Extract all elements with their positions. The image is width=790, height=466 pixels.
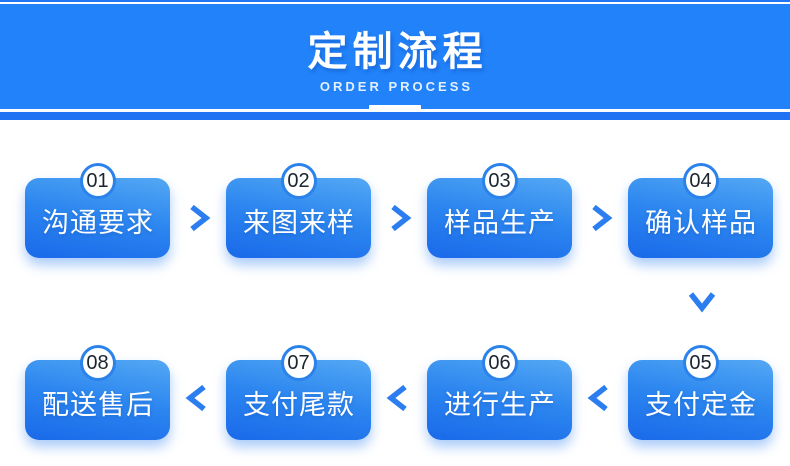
step-label: 样品生产: [444, 207, 556, 238]
banner-bottom-strip: [0, 112, 790, 120]
step-label: 进行生产: [444, 389, 556, 420]
step-cell-06: 06 进行生产: [427, 345, 572, 440]
chevron-left-icon: [182, 382, 214, 414]
step-label: 来图来样: [243, 207, 355, 238]
step-box: 确认样品: [628, 178, 773, 258]
step-number-badge: 03: [481, 163, 518, 199]
page-subtitle: ORDER PROCESS: [319, 79, 474, 94]
step-cell-04: 04 确认样品: [628, 163, 773, 258]
step-cell-03: 03 样品生产: [427, 163, 572, 258]
step-number-badge: 08: [79, 345, 116, 381]
chevron-right-icon: [383, 202, 415, 234]
step-number-badge: 04: [682, 163, 719, 199]
banner-divider-chip: [369, 105, 421, 114]
step-box: 配送售后: [25, 360, 170, 440]
step-cell-02: 02 来图来样: [226, 163, 371, 258]
step-cell-08: 08 配送售后: [25, 345, 170, 440]
top-divider: [0, 0, 790, 2]
step-label: 支付尾款: [243, 389, 355, 420]
section-banner: 定制流程 ORDER PROCESS: [0, 4, 790, 120]
step-number-badge: 06: [481, 345, 518, 381]
chevron-down-icon: [686, 284, 718, 316]
step-cell-05: 05 支付定金: [628, 345, 773, 440]
step-box: 支付尾款: [226, 360, 371, 440]
step-label: 支付定金: [645, 389, 757, 420]
step-number-badge: 05: [682, 345, 719, 381]
step-number-badge: 02: [280, 163, 317, 199]
step-number-badge: 07: [280, 345, 317, 381]
chevron-right-icon: [182, 202, 214, 234]
step-cell-01: 01 沟通要求: [25, 163, 170, 258]
step-label: 沟通要求: [42, 207, 154, 238]
chevron-left-icon: [584, 382, 616, 414]
step-cell-07: 07 支付尾款: [226, 345, 371, 440]
chevron-right-icon: [584, 202, 616, 234]
step-number-badge: 01: [79, 163, 116, 199]
step-label: 配送售后: [42, 389, 154, 420]
step-label: 确认样品: [645, 207, 757, 238]
chevron-left-icon: [383, 382, 415, 414]
page-title: 定制流程: [307, 30, 488, 74]
